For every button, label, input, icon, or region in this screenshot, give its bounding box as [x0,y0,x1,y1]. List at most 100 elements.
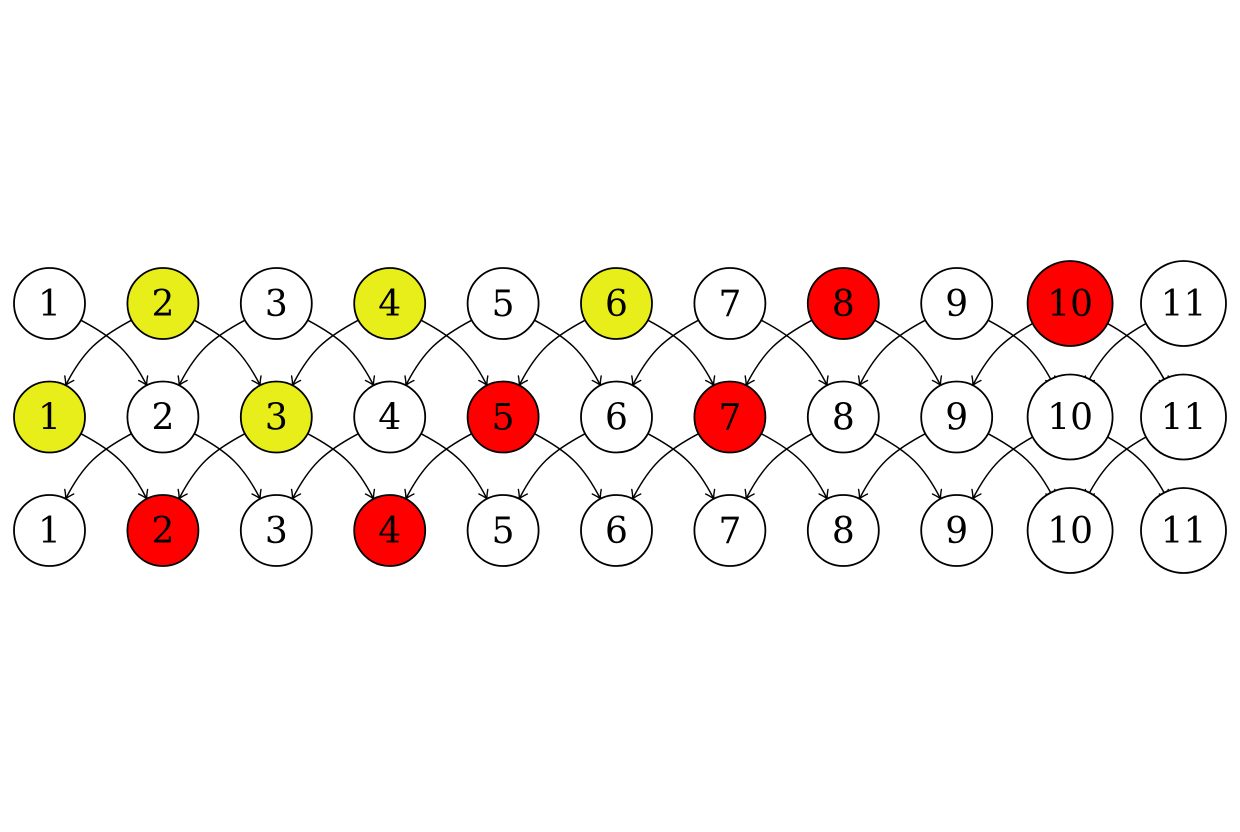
node-label: 4 [378,511,401,552]
edge-curve [534,433,602,500]
node-label: 6 [605,511,628,552]
node-label: 2 [151,398,174,439]
node-circle [13,380,86,454]
edge-curve [972,319,1040,386]
node-label: 5 [492,284,515,325]
node-circle [126,267,200,340]
middle-row-node-6: 6 [580,380,653,454]
node-circle [1140,260,1227,347]
top-row-node-5: 5 [466,267,540,340]
node-label: 1 [38,398,61,439]
middle-row-node-9: 9 [920,380,994,454]
node-label: 7 [718,284,741,325]
node-label: 8 [832,511,855,552]
node-label: 7 [718,398,741,439]
edge-curve [987,319,1055,386]
edge-curve [193,433,261,500]
bottom-row-node-1: 1 [13,494,86,567]
edge-curve [858,433,926,500]
node-circle [580,267,653,340]
edge-curve [64,319,132,386]
edge-curve [972,433,1040,500]
node-circle [1140,373,1227,461]
edge-curve [1101,433,1169,500]
edge-curve [420,319,488,386]
node-circle [13,267,86,340]
node-label: 2 [151,511,174,552]
node-label: 8 [832,284,855,325]
node-circle [466,494,540,567]
edge-curve [647,319,715,386]
node-circle [693,380,767,454]
edge-curve [760,433,828,500]
bottom-row-node-8: 8 [806,494,880,567]
bottom-row-node-11: 11 [1140,487,1227,574]
edge-curve [80,319,148,386]
bottom-row-node-5: 5 [466,494,540,567]
edge-curve [518,319,586,386]
edge-curve [534,319,602,386]
node-label: 9 [945,284,968,325]
node-label: 4 [378,398,401,439]
node-circle [239,267,313,340]
node-circle [1026,373,1114,461]
node-circle [920,494,994,567]
node-label: 6 [605,398,628,439]
node-label: 5 [492,398,515,439]
top-row-node-1: 1 [13,267,86,340]
edge-curve [874,433,942,500]
edge-curve [745,319,813,386]
edge-curve [193,319,261,386]
edge-curve [874,319,942,386]
middle-row-node-2: 2 [126,380,200,454]
edge-curve [291,433,359,500]
edge-curve [987,433,1055,500]
node-circle [920,267,994,340]
node-label: 10 [1047,284,1093,325]
middle-row-node-10: 10 [1026,373,1114,461]
node-label: 10 [1047,398,1093,439]
edge-curve [631,319,699,386]
edge-curve [631,433,699,500]
bottom-row-node-7: 7 [693,494,767,567]
node-label: 9 [945,398,968,439]
node-circle [466,267,540,340]
edge-curve [64,433,132,500]
node-label: 1 [38,284,61,325]
node-circle [126,494,200,567]
node-label: 3 [265,284,288,325]
edge-curve [1085,433,1153,500]
top-row-node-8: 8 [806,267,880,340]
node-circle [239,494,313,567]
node-label: 7 [718,511,741,552]
node-circle [1140,487,1227,574]
edge-curve [1101,319,1169,386]
node-label: 1 [38,511,61,552]
edge-curve [178,319,246,386]
node-label: 4 [378,284,401,325]
edge-curve [760,319,828,386]
node-circle [1026,487,1114,574]
node-label: 3 [265,398,288,439]
middle-row-node-5: 5 [466,380,540,454]
top-row-node-6: 6 [580,267,653,340]
edge-curve [405,319,473,386]
node-circle [580,380,653,454]
node-circle [126,380,200,454]
bottom-row-node-3: 3 [239,494,313,567]
edge-curve [178,433,246,500]
edge-curve [291,319,359,386]
node-circle [580,494,653,567]
top-row-node-2: 2 [126,267,200,340]
top-row-node-11: 11 [1140,260,1227,347]
top-row-node-9: 9 [920,267,994,340]
bottom-row-node-10: 10 [1026,487,1114,574]
edge-curve [1085,319,1153,386]
middle-row-node-1: 1 [13,380,86,454]
middle-row-node-8: 8 [806,380,880,454]
middle-row-node-4: 4 [353,380,427,454]
edge-curve [745,433,813,500]
node-label: 2 [151,284,174,325]
